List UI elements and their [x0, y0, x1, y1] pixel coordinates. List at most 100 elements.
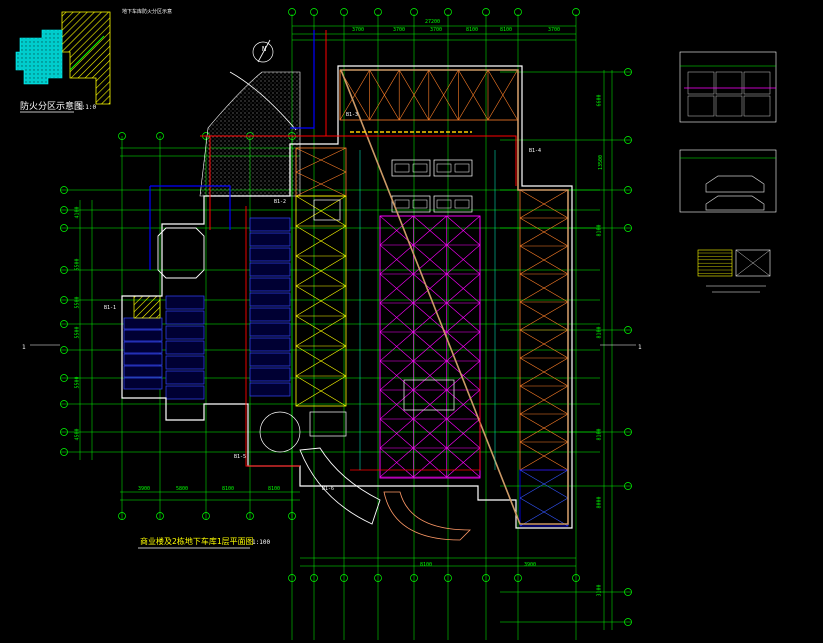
parking-space [123, 329, 163, 342]
mechanical-parking-bay [433, 159, 473, 177]
curved-ramp-exit [299, 447, 381, 525]
parking-bay-zone-blue [519, 469, 569, 527]
key-plan-zone-cyan [15, 29, 63, 85]
parking-bay-cross [379, 273, 414, 304]
grid-bubble [202, 512, 210, 520]
lift-frame [715, 95, 743, 117]
grid-bubble [288, 8, 296, 16]
grid-bubble [340, 574, 348, 582]
grid-bubble [60, 224, 68, 232]
parking-bay-cross [413, 331, 447, 362]
parking-bay-cross [295, 345, 347, 377]
grid-bubble [60, 266, 68, 274]
equipment-room [309, 411, 347, 437]
parking-bay-cross [295, 147, 347, 173]
grid-bubble [60, 400, 68, 408]
dim-left-4: 5500 [74, 326, 81, 339]
dim-bottom-2: 5800 [176, 486, 189, 492]
parking-bay-cross [519, 189, 569, 219]
parking-bay-cross [519, 301, 569, 331]
parking-bay-cross [446, 447, 481, 478]
north-arrow-label: N [262, 45, 267, 53]
detail-section-1 [679, 51, 777, 123]
parking-space [165, 325, 205, 340]
parking-bay-cross [413, 215, 447, 246]
grid-bubble [624, 326, 632, 334]
pipe-red [350, 380, 481, 471]
parking-bay-zone [295, 147, 347, 197]
parking-bay-cross [519, 413, 569, 443]
parking-bay-cross [413, 302, 447, 333]
parking-bay-cross [413, 389, 447, 420]
equipment-room [403, 379, 455, 411]
grid-bubble [156, 512, 164, 520]
parking-space [249, 262, 291, 277]
parking-bay-cross [428, 69, 459, 121]
grid-bubble [410, 8, 418, 16]
parking-bay-cross [446, 273, 481, 304]
parking-bay-cross [379, 447, 414, 478]
grid-bubble [410, 574, 418, 582]
drawing-scale: 1:100 [252, 539, 271, 546]
room-tag: B1-5 [234, 454, 247, 460]
grid-bubble [514, 574, 522, 582]
mechanical-parking-bay [433, 195, 473, 213]
parking-space [123, 353, 163, 366]
grid-bubble [624, 68, 632, 76]
parking-bay-cross [295, 315, 347, 347]
key-plan-scale: 1:1:0 [78, 104, 97, 111]
parking-space [165, 385, 205, 400]
parking-bay-cross [458, 69, 489, 121]
parking-bay-cross [295, 225, 347, 257]
parking-bay-cross [519, 469, 569, 499]
room-tag: B1-4 [529, 148, 542, 154]
grid-bubble [444, 8, 452, 16]
hatched-areas [15, 11, 777, 527]
parking-space [249, 292, 291, 307]
dim-top-6: 3700 [548, 27, 561, 33]
dim-right-6: 8000 [596, 496, 603, 509]
walls [121, 65, 573, 541]
section-mark-right: 1 [638, 344, 642, 351]
parking-bay-cross [295, 375, 347, 407]
parking-bay-cross [446, 215, 481, 246]
parking-bay-cross [379, 215, 414, 246]
parking-bay-cross [339, 69, 370, 121]
dim-left-5: 5500 [74, 376, 81, 389]
grid-bubble [60, 374, 68, 382]
car-symbol [454, 163, 470, 173]
room-tag: B1-1 [104, 305, 117, 311]
grid-bubble [444, 574, 452, 582]
grid-bubble [288, 574, 296, 582]
dim-left-3: 5500 [74, 296, 81, 309]
parking-space [249, 232, 291, 247]
dim-right-5: 8100 [596, 428, 603, 441]
car-elevation [705, 195, 765, 211]
parking-bay-cross [446, 331, 481, 362]
parking-bay-cross [519, 497, 569, 527]
parking-bay-cross [446, 302, 481, 333]
building-outline-inner [339, 69, 569, 525]
lift-frame [687, 71, 715, 95]
dim-top-overall: 27200 [425, 19, 441, 25]
grid-bubble [60, 296, 68, 304]
section-mark-left: 1 [22, 344, 26, 351]
dim-left-2: 5500 [74, 258, 81, 271]
grid-bubble [572, 574, 580, 582]
lift-frame [743, 71, 771, 95]
car-symbol [436, 199, 452, 209]
parking-space [165, 310, 205, 325]
parking-bay-cross [379, 302, 414, 333]
parking-bay-cross [398, 69, 430, 121]
grid-bubble [60, 206, 68, 214]
grid-bubble [482, 574, 490, 582]
parking-space [249, 322, 291, 337]
grid-bubble [118, 132, 126, 140]
parking-bay-cross [519, 245, 569, 275]
parking-bay-cross [519, 273, 569, 303]
spiral-ramp [259, 411, 301, 453]
ramp-core-octagon [157, 227, 205, 279]
lift-frame [743, 95, 771, 117]
parking-bay-cross [379, 418, 414, 449]
